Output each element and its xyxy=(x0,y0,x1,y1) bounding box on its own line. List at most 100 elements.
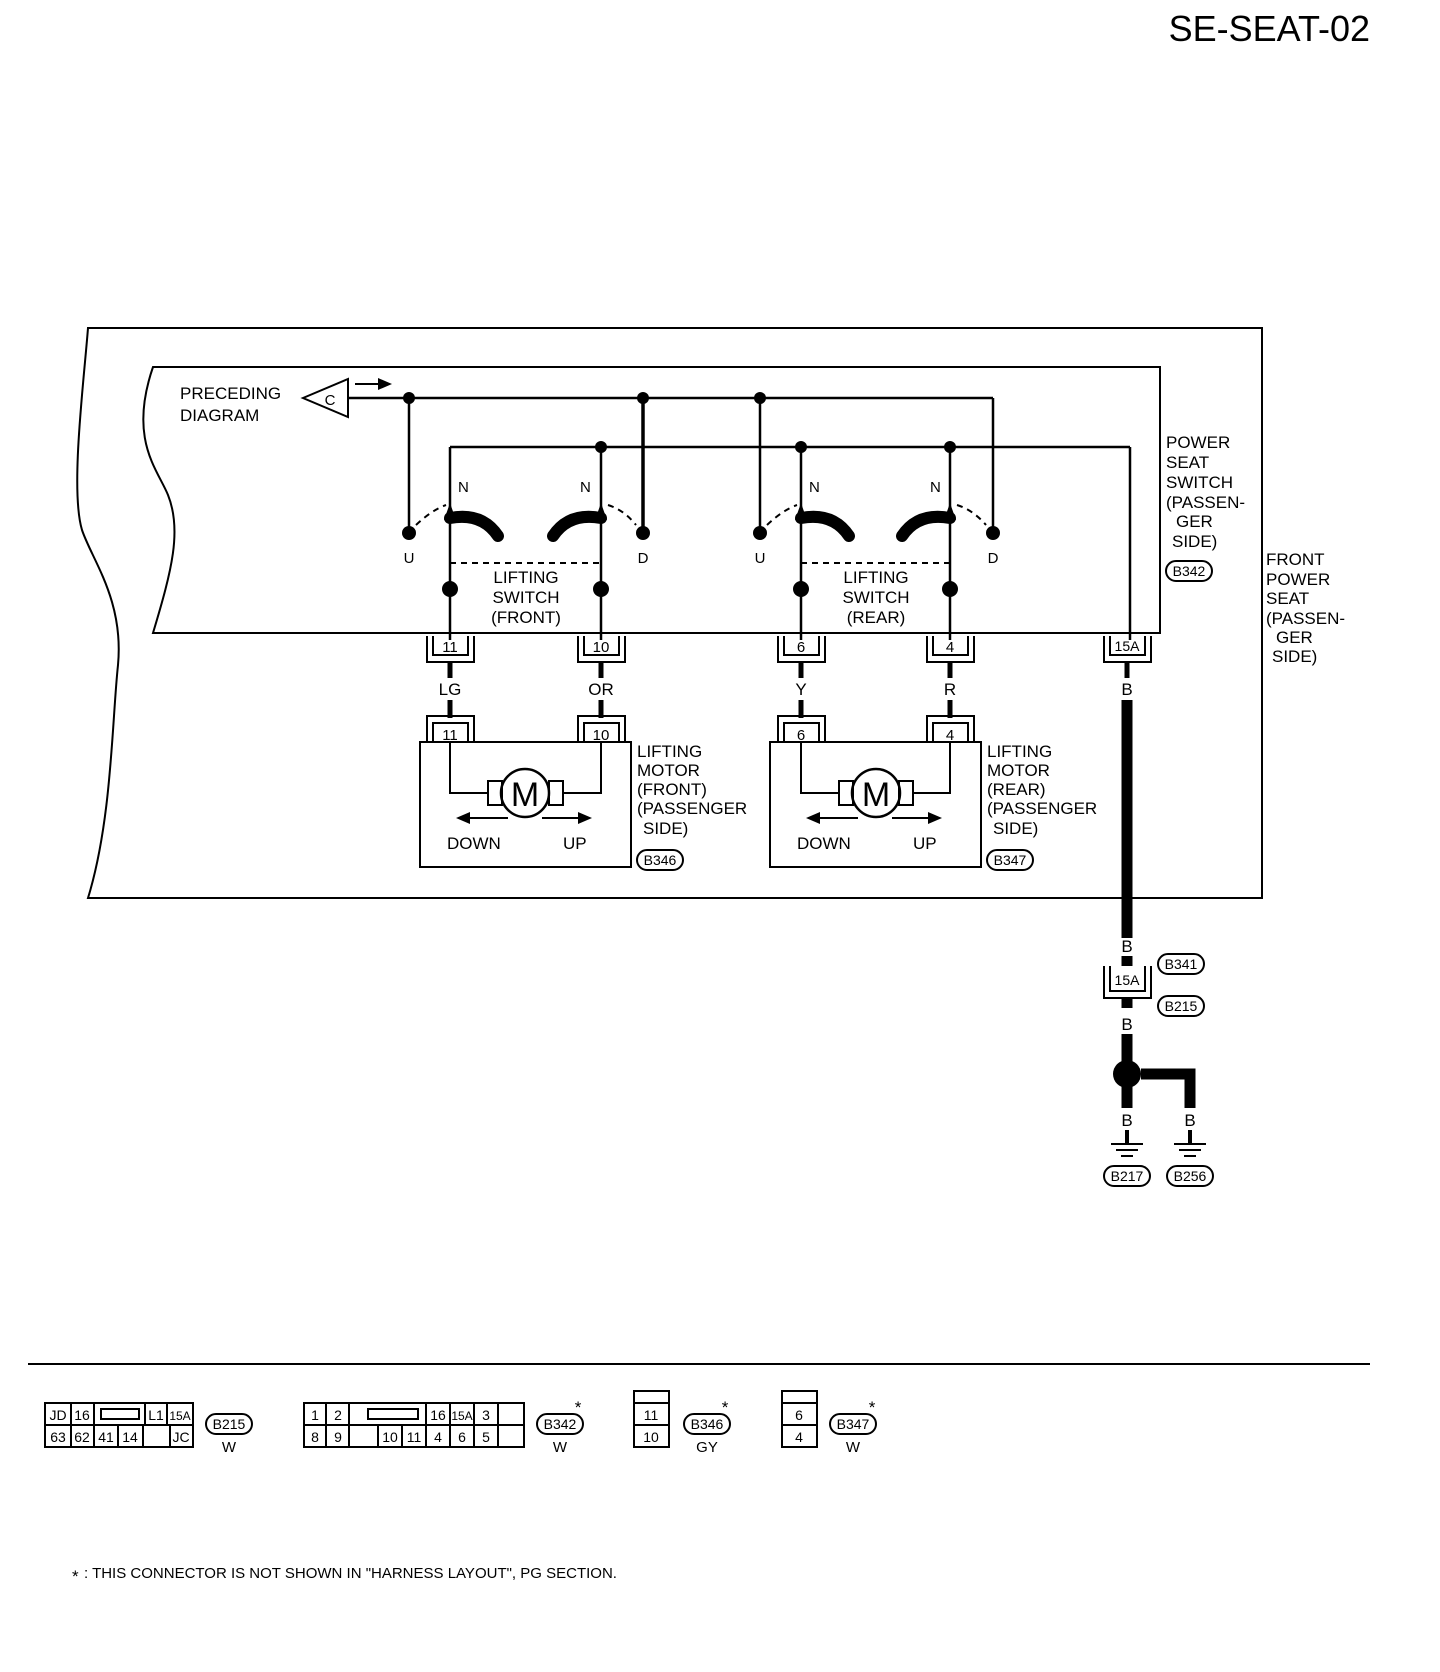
svg-text:(REAR): (REAR) xyxy=(847,608,906,627)
svg-text:B: B xyxy=(1121,1015,1132,1034)
svg-text:B346: B346 xyxy=(691,1416,724,1432)
svg-text:W: W xyxy=(222,1439,237,1456)
svg-text:LIFTING: LIFTING xyxy=(637,742,702,761)
svg-text:M: M xyxy=(511,776,539,814)
svg-text:DOWN: DOWN xyxy=(797,834,851,853)
svg-text:D: D xyxy=(638,550,649,567)
switch-common-wiring xyxy=(348,392,1132,640)
svg-text:U: U xyxy=(404,550,415,567)
svg-text:POWER: POWER xyxy=(1266,570,1330,589)
svg-text:SIDE): SIDE) xyxy=(993,819,1038,838)
svg-text:N: N xyxy=(930,479,941,496)
svg-text:B342: B342 xyxy=(544,1416,577,1432)
svg-text:16: 16 xyxy=(430,1407,446,1423)
svg-text:DOWN: DOWN xyxy=(447,834,501,853)
svg-text:6: 6 xyxy=(797,639,805,656)
power-seat-switch-label: POWER SEAT SWITCH (PASSEN- GER SIDE) B34… xyxy=(1165,433,1245,582)
page-title: SE-SEAT-02 xyxy=(1169,8,1370,49)
svg-text:5: 5 xyxy=(482,1429,490,1445)
harness-wires: LG OR Y R B xyxy=(439,662,1133,938)
svg-text:B347: B347 xyxy=(837,1416,870,1432)
svg-text:PRECEDING: PRECEDING xyxy=(180,384,281,403)
svg-text:15A: 15A xyxy=(451,1409,472,1423)
svg-text:L1: L1 xyxy=(148,1407,164,1423)
footnote: * : THIS CONNECTOR IS NOT SHOWN IN "HARN… xyxy=(72,1565,617,1586)
ground-path: B 15A B341 B215 B B B B217 B256 xyxy=(1103,937,1214,1187)
svg-text:B: B xyxy=(1121,937,1132,956)
svg-text:N: N xyxy=(809,479,820,496)
svg-text:14: 14 xyxy=(122,1429,138,1445)
svg-text:*: * xyxy=(575,1398,582,1417)
svg-text:C: C xyxy=(325,392,336,409)
svg-text:1: 1 xyxy=(311,1407,319,1423)
svg-text:(PASSEN-: (PASSEN- xyxy=(1266,609,1345,628)
preceding-diagram-connector: PRECEDING DIAGRAM C xyxy=(180,377,392,425)
svg-text:LIFTING: LIFTING xyxy=(493,568,558,587)
svg-text:LIFTING: LIFTING xyxy=(843,568,908,587)
svg-text:UP: UP xyxy=(913,834,937,853)
svg-text:MOTOR: MOTOR xyxy=(987,761,1050,780)
svg-text:SIDE): SIDE) xyxy=(643,819,688,838)
svg-text:LIFTING: LIFTING xyxy=(987,742,1052,761)
svg-text:SEAT: SEAT xyxy=(1266,589,1309,608)
switch-terminals: 11 10 6 4 15A xyxy=(426,636,1152,663)
svg-text:(PASSENGER: (PASSENGER xyxy=(637,799,747,818)
lifting-switch-front[interactable]: N N U D LIFTING SWITCH (FRONT) xyxy=(402,479,650,627)
svg-text:: THIS CONNECTOR IS NOT SHOWN: : THIS CONNECTOR IS NOT SHOWN IN "HARNES… xyxy=(84,1565,617,1582)
svg-text:11: 11 xyxy=(644,1407,659,1423)
svg-text:4: 4 xyxy=(946,639,954,656)
svg-text:10: 10 xyxy=(593,727,610,744)
svg-text:GER: GER xyxy=(1176,512,1213,531)
svg-text:B342: B342 xyxy=(1173,563,1206,579)
svg-text:16: 16 xyxy=(74,1407,90,1423)
svg-text:B256: B256 xyxy=(1174,1168,1207,1184)
svg-text:SIDE): SIDE) xyxy=(1172,532,1217,551)
svg-text:(FRONT): (FRONT) xyxy=(637,780,707,799)
svg-text:SIDE): SIDE) xyxy=(1272,647,1317,666)
svg-text:6: 6 xyxy=(458,1429,466,1445)
svg-text:UP: UP xyxy=(563,834,587,853)
svg-text:R: R xyxy=(944,680,956,699)
svg-text:4: 4 xyxy=(795,1429,803,1445)
svg-text:M: M xyxy=(862,776,890,814)
svg-text:Y: Y xyxy=(795,680,806,699)
svg-text:GER: GER xyxy=(1276,628,1313,647)
svg-text:*: * xyxy=(869,1398,876,1417)
svg-text:63: 63 xyxy=(50,1429,66,1445)
svg-text:10: 10 xyxy=(593,639,610,656)
svg-text:*: * xyxy=(722,1398,729,1417)
svg-text:SWITCH: SWITCH xyxy=(492,588,559,607)
lifting-switch-rear[interactable]: N N U D LIFTING SWITCH (REAR) xyxy=(753,479,1000,627)
svg-text:SEAT: SEAT xyxy=(1166,453,1209,472)
svg-text:10: 10 xyxy=(382,1429,398,1445)
svg-text:41: 41 xyxy=(98,1429,114,1445)
svg-text:SWITCH: SWITCH xyxy=(842,588,909,607)
svg-text:15A: 15A xyxy=(169,1409,190,1423)
svg-text:B: B xyxy=(1184,1111,1195,1130)
svg-text:POWER: POWER xyxy=(1166,433,1230,452)
svg-text:9: 9 xyxy=(334,1429,342,1445)
svg-text:MOTOR: MOTOR xyxy=(637,761,700,780)
connector-view-b342: 1 2 16 15A 3 8 9 10 11 4 6 5 B342 * W xyxy=(303,1398,584,1456)
svg-text:N: N xyxy=(580,479,591,496)
svg-text:JD: JD xyxy=(49,1407,66,1423)
svg-text:W: W xyxy=(846,1439,861,1456)
svg-text:B347: B347 xyxy=(994,852,1027,868)
front-power-seat-frame xyxy=(76,327,1263,899)
svg-text:B341: B341 xyxy=(1165,956,1198,972)
svg-text:4: 4 xyxy=(434,1429,442,1445)
front-power-seat-label: FRONT POWER SEAT (PASSEN- GER SIDE) xyxy=(1266,550,1345,666)
svg-text:W: W xyxy=(553,1439,568,1456)
connector-view-b346: 11 10 B346 * GY xyxy=(633,1390,731,1456)
svg-text:B: B xyxy=(1121,680,1132,699)
lifting-motor-rear: 6 4 M DOWN UP LIFTING MOTOR (REAR) (PASS… xyxy=(769,715,1097,871)
svg-text:B215: B215 xyxy=(213,1416,246,1432)
svg-text:15A: 15A xyxy=(1115,972,1141,988)
svg-text:11: 11 xyxy=(407,1429,422,1445)
power-seat-switch-frame xyxy=(142,366,1161,634)
svg-text:*: * xyxy=(72,1567,79,1586)
svg-text:N: N xyxy=(458,479,469,496)
svg-text:B: B xyxy=(1121,1111,1132,1130)
svg-text:10: 10 xyxy=(643,1429,659,1445)
